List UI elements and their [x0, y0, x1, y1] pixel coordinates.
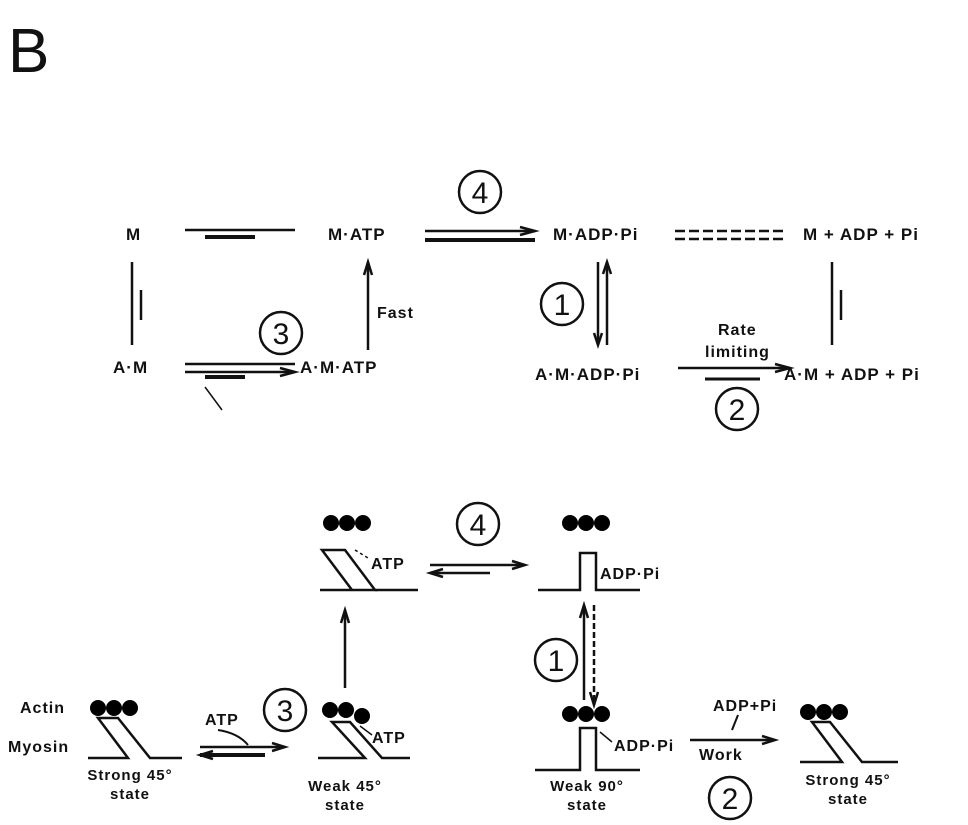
caption-strong45-right-line1: Strong 45° [805, 772, 890, 789]
arrow-rate-limiting [678, 364, 790, 379]
step-3-number-cycle: 3 [277, 695, 294, 728]
step-2-circle-top: 2 [716, 388, 758, 430]
panel-label: B [8, 17, 49, 86]
eq-arrows-right-vertical [832, 262, 841, 345]
eq-arrows-m-am [132, 262, 141, 345]
actin-filament-upper-left [323, 515, 371, 531]
species-m-adp-pi: M·ADP·Pi [553, 225, 638, 244]
actin-filament-weak45 [322, 702, 370, 724]
actin-filament-weak90 [562, 706, 610, 722]
eq-arrows-step1-cycle [580, 605, 598, 705]
eq-arrows-step1-top [594, 262, 611, 345]
arrow-up-weak45 [341, 610, 349, 688]
caption-strong45-left-line1: Strong 45° [87, 767, 172, 784]
step-2-number-cycle: 2 [722, 783, 739, 816]
species-m-adp-pi-free: M + ADP + Pi [803, 225, 919, 244]
step-4-circle-top: 4 [459, 171, 501, 213]
myosin-head-strong45-right [800, 722, 898, 762]
label-fast: Fast [377, 305, 414, 322]
step-1-circle-cycle: 1 [535, 639, 577, 681]
arrow-fast [364, 262, 372, 350]
step-3-circle-cycle: 3 [264, 689, 306, 731]
caption-weak45-line2: state [325, 797, 365, 814]
step-2-number: 2 [729, 394, 746, 427]
label-adp-plus-pi: ADP+Pi [713, 698, 777, 715]
label-limiting: limiting [705, 344, 770, 361]
stray-mark [205, 387, 222, 410]
caption-weak90-line2: state [567, 797, 607, 814]
caption-weak90-line1: Weak 90° [550, 778, 624, 795]
species-m: M [126, 225, 141, 244]
label-atp-step3: ATP [205, 712, 239, 729]
step-1-circle-top: 1 [541, 283, 583, 325]
step-2-circle-cycle: 2 [709, 777, 751, 819]
eq-arrows-step3-top [185, 364, 295, 377]
arrow-work [690, 715, 775, 744]
step-4-circle-cycle: 4 [457, 503, 499, 545]
eq-arrows-step4-top [425, 227, 535, 240]
eq-arrows-step3-cycle [200, 743, 285, 759]
label-atp-upper-left: ATP [371, 556, 405, 573]
myosin-head-strong45-left [88, 718, 182, 758]
caption-strong45-right-line2: state [828, 791, 868, 808]
label-atp-weak45: ATP [372, 730, 406, 747]
step-1-number-cycle: 1 [548, 645, 565, 678]
actin-filament-upper-right [562, 515, 610, 531]
step-1-number: 1 [554, 289, 571, 322]
eq-arrows-step4-cycle [430, 561, 525, 577]
label-adp-pi-weak90: ADP·Pi [614, 738, 674, 755]
species-am-adp-pi-free: A·M + ADP + Pi [784, 365, 920, 384]
caption-strong45-left-line2: state [110, 786, 150, 803]
step-3-circle-top: 3 [260, 312, 302, 354]
species-am: A·M [113, 358, 148, 377]
eq-arrows-dashed [675, 231, 785, 239]
species-m-atp: M·ATP [328, 225, 386, 244]
species-am-atp: A·M·ATP [300, 358, 378, 377]
label-rate: Rate [718, 322, 757, 339]
actin-filament-strong45-left [90, 700, 138, 716]
actin-filament-strong45-right [800, 704, 848, 720]
step-4-number-cycle: 4 [470, 509, 487, 542]
atp-entry-curve [218, 730, 248, 745]
label-actin: Actin [20, 700, 65, 717]
eq-arrows-m-matp [185, 230, 295, 237]
label-myosin: Myosin [8, 739, 69, 756]
step-3-number: 3 [273, 318, 290, 351]
label-adp-pi-upper-right: ADP·Pi [600, 566, 660, 583]
species-am-adp-pi: A·M·ADP·Pi [535, 365, 640, 384]
step-4-number: 4 [472, 177, 489, 210]
caption-weak45-line1: Weak 45° [308, 778, 382, 795]
label-work: Work [699, 747, 743, 764]
